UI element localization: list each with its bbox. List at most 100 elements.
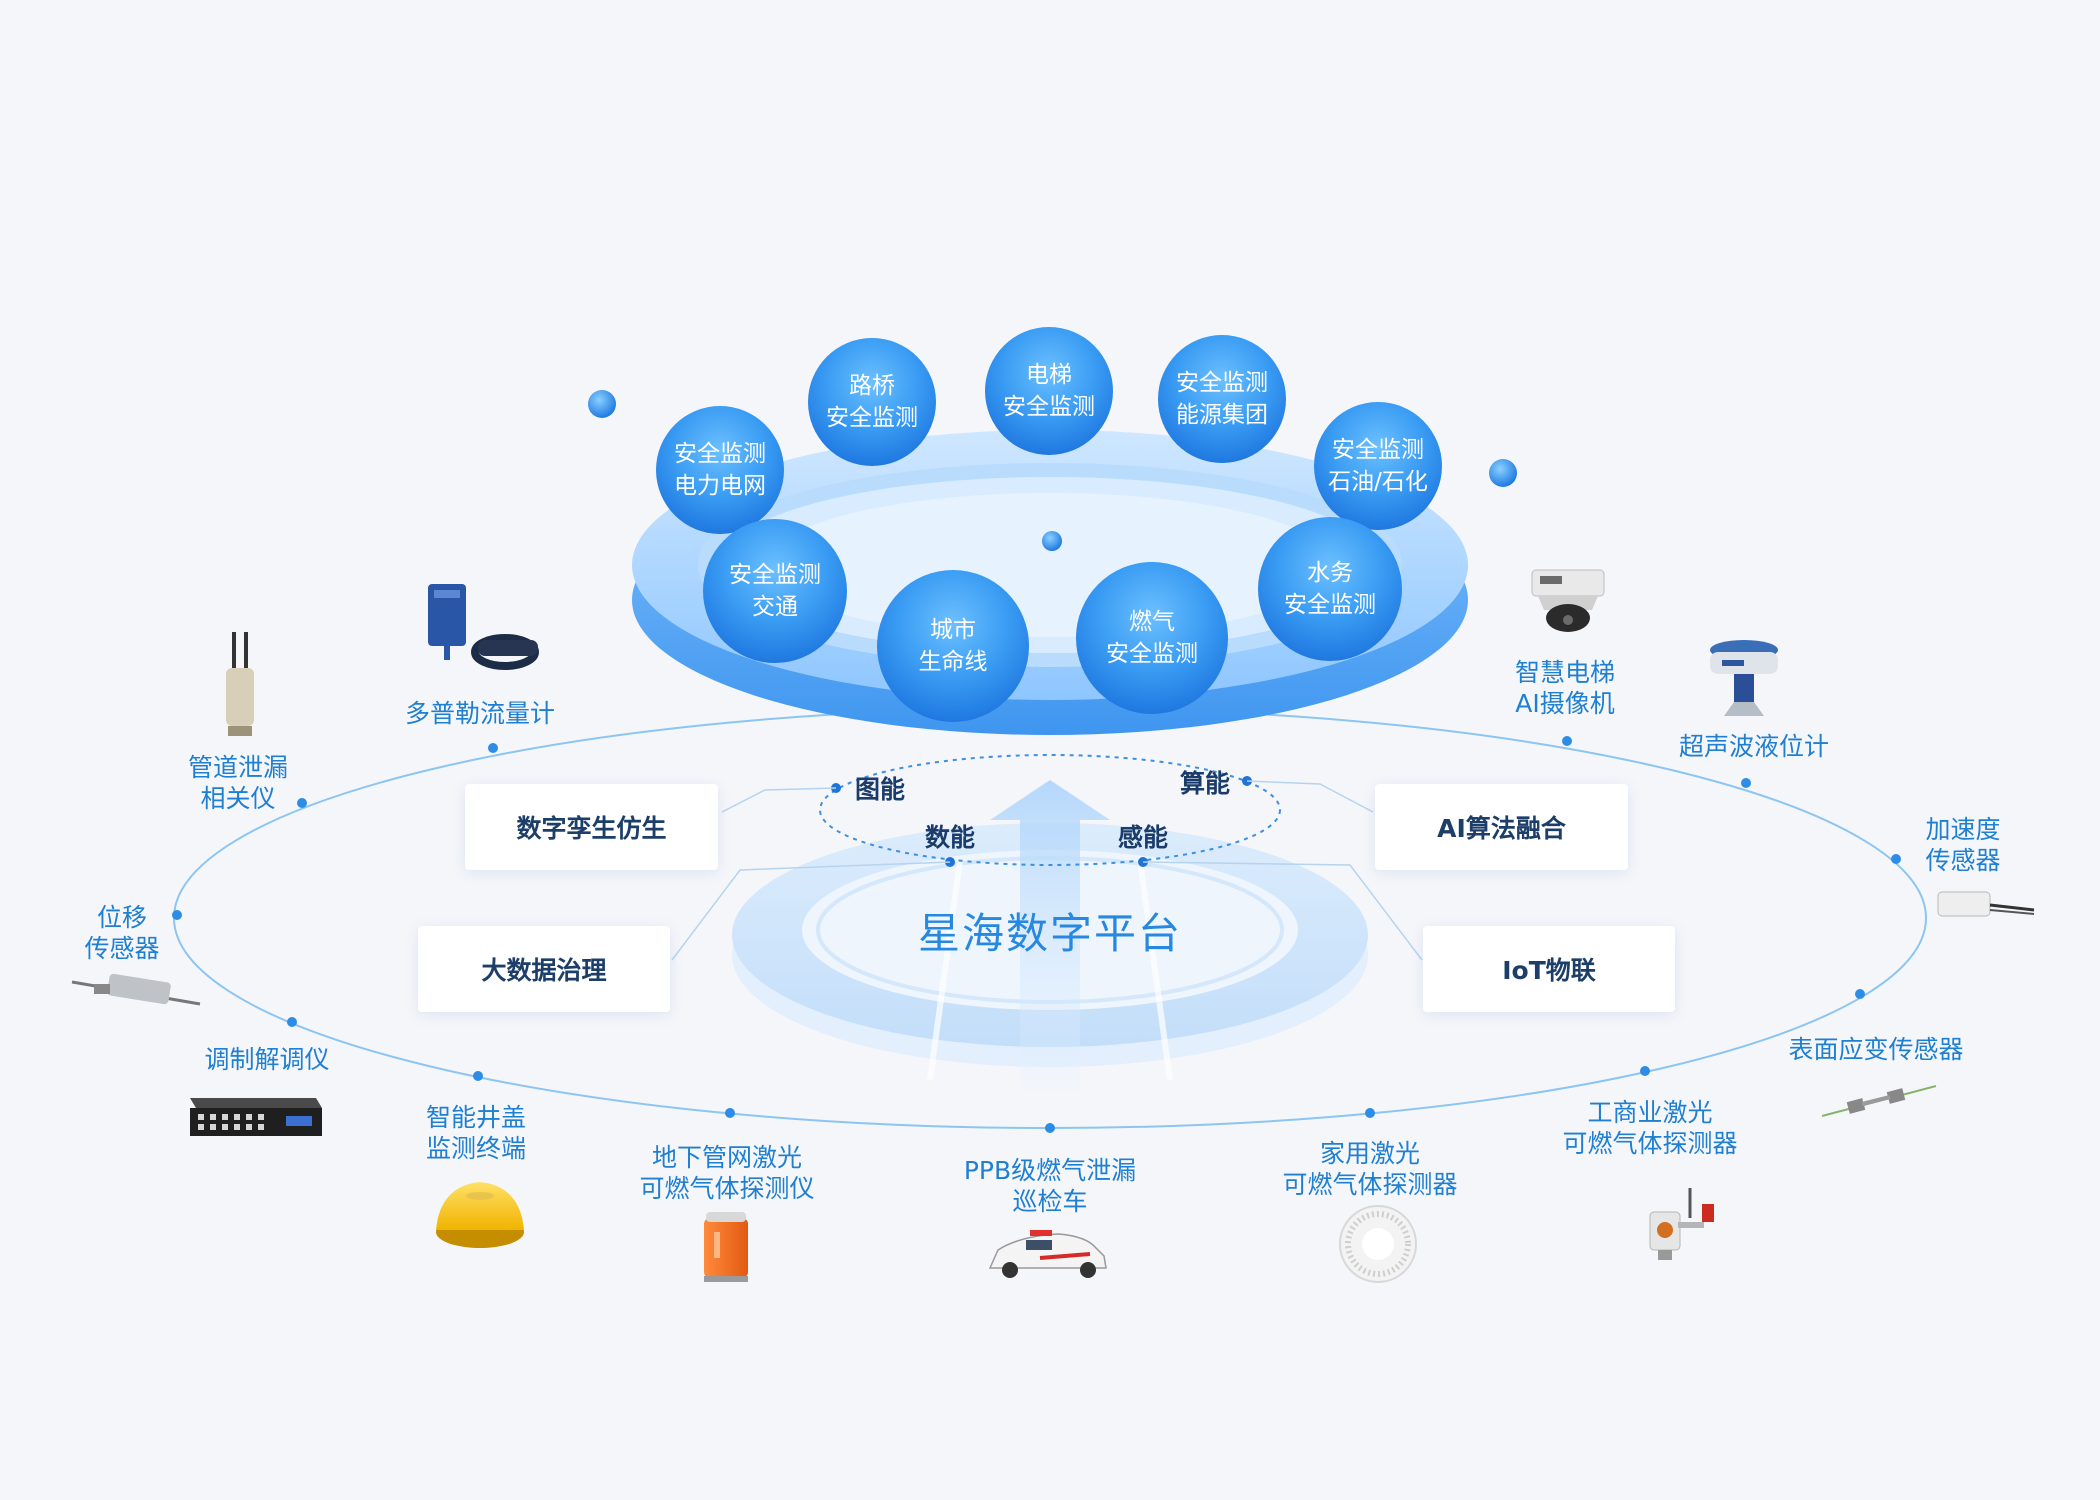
device-label-industrial-detector: 工商业激光 可燃气体探测器	[1562, 1097, 1737, 1159]
ring-dots	[172, 736, 1901, 1133]
inspection-car-icon	[988, 1230, 1107, 1278]
scenario-bubble	[1258, 517, 1402, 661]
scenario-bubbles	[656, 327, 1442, 722]
scenario-bubble	[877, 570, 1029, 722]
modem-icon	[190, 1098, 322, 1136]
device-label-line: 工商业激光	[1587, 1098, 1713, 1127]
device-label-line: 表面应变传感器	[1788, 1035, 1964, 1064]
device-label-line: 地下管网激光	[651, 1143, 803, 1172]
scenario-label: 水务 安全监测	[1284, 557, 1376, 621]
scenario-line: 安全监测	[1176, 370, 1268, 396]
scenario-line: 安全监测	[1332, 437, 1424, 463]
ability-sense: 感能	[1117, 823, 1169, 852]
scenario-line: 水务	[1307, 560, 1353, 586]
device-label-line: PPB级燃气泄漏	[963, 1156, 1137, 1185]
device-label-line: 可燃气体探测器	[1282, 1170, 1458, 1199]
platform-base	[732, 780, 1368, 1090]
scenario-bubble	[1158, 335, 1286, 463]
device-label-line: 调制解调仪	[204, 1045, 330, 1074]
module-digital-twin: 数字孪生仿生	[465, 784, 718, 870]
device-label-line: 加速度	[1925, 815, 2001, 844]
scenario-bubble	[703, 519, 847, 663]
device-label-ultrasonic-level-meter: 超声波液位计	[1679, 731, 1829, 762]
ultrasonic-level-meter-icon	[1710, 640, 1778, 716]
scenario-bubble	[985, 327, 1113, 455]
device-label-line: 智慧电梯	[1514, 658, 1616, 687]
ability-graph: 图能	[854, 775, 906, 804]
scenario-label: 城市 生命线	[919, 614, 988, 678]
doppler-flowmeter-icon	[428, 584, 539, 670]
device-label-inspection-car: PPB级燃气泄漏 巡检车	[964, 1155, 1136, 1217]
scenario-label: 安全监测 电力电网	[674, 438, 766, 502]
scenario-label: 燃气 安全监测	[1106, 606, 1198, 670]
scenario-bubble	[1314, 402, 1442, 530]
floating-dot	[1042, 531, 1062, 551]
scenario-line: 路桥	[849, 373, 895, 399]
pipeline-laser-detector-icon	[704, 1212, 748, 1282]
device-label-line: 位移	[96, 903, 148, 932]
scenario-line: 安全监测	[1106, 641, 1198, 667]
device-label-line: 可燃气体探测仪	[639, 1174, 815, 1203]
manhole-cover-terminal-icon	[436, 1182, 524, 1248]
scenario-line: 电力电网	[674, 473, 766, 499]
device-label-modem: 调制解调仪	[204, 1044, 329, 1075]
device-label-doppler-flowmeter: 多普勒流量计	[405, 698, 555, 729]
device-label-line: 超声波液位计	[1678, 732, 1830, 761]
scenario-line: 石油/石化	[1328, 469, 1428, 495]
ability-data: 数能	[924, 823, 976, 852]
scenario-line: 安全监测	[826, 405, 918, 431]
device-label-displacement-sensor: 位移 传感器	[84, 902, 159, 964]
scenario-line: 能源集团	[1176, 402, 1268, 428]
scenario-line: 安全监测	[729, 562, 821, 588]
scenario-line: 城市	[930, 617, 976, 643]
scenario-label: 安全监测 石油/石化	[1328, 434, 1428, 498]
pipe-leak-correlator-icon	[226, 632, 254, 736]
floating-dot	[1489, 459, 1517, 487]
card-connectors	[671, 780, 1423, 961]
surface-strain-sensor-icon	[1821, 1085, 1937, 1117]
device-label-elevator-ai-camera: 智慧电梯 AI摄像机	[1515, 657, 1615, 719]
scenario-label: 安全监测 交通	[729, 559, 821, 623]
device-label-line: 传感器	[1925, 846, 2001, 875]
household-detector-icon	[1339, 1205, 1417, 1283]
device-label-line: 监测终端	[425, 1134, 527, 1163]
elevator-ai-camera-icon	[1531, 569, 1605, 632]
ability-compute: 算能	[1179, 769, 1231, 798]
scenario-label: 安全监测 能源集团	[1176, 367, 1268, 431]
device-label-household-detector: 家用激光 可燃气体探测器	[1282, 1138, 1457, 1200]
acceleration-sensor-icon	[1937, 891, 2035, 917]
device-label-line: 相关仪	[200, 784, 276, 813]
device-label-line: 管道泄漏	[187, 753, 289, 782]
industrial-detector-icon	[1649, 1188, 1714, 1260]
device-label-pipe-leak-correlator: 管道泄漏 相关仪	[188, 752, 288, 814]
floating-dot	[588, 390, 616, 418]
scenario-bubble	[1076, 562, 1228, 714]
device-label-line: 传感器	[84, 934, 160, 963]
scenario-line: 安全监测	[1003, 394, 1095, 420]
scenario-label: 路桥 安全监测	[826, 370, 918, 434]
scenario-bubble	[656, 406, 784, 534]
scenario-line: 安全监测	[1284, 592, 1376, 618]
device-label-line: 可燃气体探测器	[1562, 1129, 1738, 1158]
scenario-line: 电梯	[1026, 362, 1072, 388]
device-label-line: 多普勒流量计	[404, 699, 556, 728]
ability-ring	[819, 754, 1281, 866]
platform-title: 星海数字平台	[917, 909, 1183, 958]
scenario-bubble	[808, 338, 936, 466]
module-big-data: 大数据治理	[418, 926, 670, 1012]
module-ai-fusion: AI算法融合	[1375, 784, 1628, 870]
device-label-line: 巡检车	[1012, 1187, 1088, 1216]
device-label-pipeline-laser-detector: 地下管网激光 可燃气体探测仪	[639, 1142, 814, 1204]
device-label-surface-strain-sensor: 表面应变传感器	[1788, 1034, 1963, 1065]
device-label-acceleration-sensor: 加速度 传感器	[1925, 814, 2000, 876]
device-label-line: 智能井盖	[425, 1103, 527, 1132]
displacement-sensor-icon	[71, 973, 201, 1006]
device-label-line: 家用激光	[1319, 1139, 1421, 1168]
scenario-line: 安全监测	[674, 441, 766, 467]
device-label-manhole-terminal: 智能井盖 监测终端	[426, 1102, 526, 1164]
scenario-line: 生命线	[918, 649, 988, 675]
scenario-label: 电梯 安全监测	[1003, 359, 1095, 423]
module-iot: IoT物联	[1423, 926, 1675, 1012]
scenario-line: 交通	[752, 594, 798, 620]
